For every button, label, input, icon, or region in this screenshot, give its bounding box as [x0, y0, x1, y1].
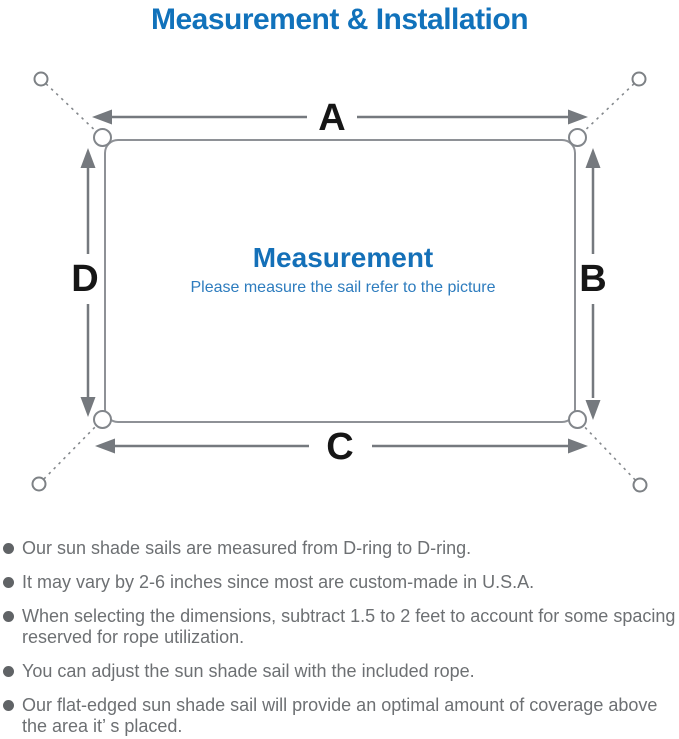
- arrow-head-left-icon: [95, 438, 115, 454]
- d-ring-icon-top-right: [568, 128, 587, 147]
- list-item: You can adjust the sun shade sail with t…: [0, 661, 679, 682]
- diagram-heading: Measurement: [253, 242, 434, 273]
- corner-d-rings: [93, 128, 587, 429]
- measurement-diagram: A C D B Measurement Please measure the s…: [31, 71, 648, 493]
- note-text: When selecting the dimensions, subtract …: [22, 606, 676, 647]
- arrow-head-down-icon: [80, 397, 96, 417]
- page-title: Measurement & Installation: [150, 3, 529, 36]
- list-item: Our sun shade sails are measured from D-…: [0, 538, 679, 559]
- bullet-dot-icon: [3, 611, 14, 622]
- bullet-dot-icon: [3, 577, 14, 588]
- diagram-subtitle: Please measure the sail refer to the pic…: [190, 279, 495, 296]
- guy-line-top-left: [40, 78, 103, 138]
- dimension-label-a: A: [318, 97, 345, 139]
- bullet-dot-icon: [3, 700, 14, 711]
- arrow-head-right-icon: [568, 438, 588, 454]
- list-item: When selecting the dimensions, subtract …: [0, 606, 679, 648]
- arrow-head-up-icon: [80, 148, 96, 168]
- dimension-label-b: B: [579, 258, 606, 300]
- dimension-arrow-a: [92, 109, 588, 125]
- arrow-head-right-icon: [568, 109, 588, 125]
- guy-line-top-right: [577, 78, 640, 138]
- dimension-arrow-c: [95, 438, 588, 454]
- dimension-arrow-d: [80, 148, 96, 417]
- d-ring-icon-top-left: [93, 128, 112, 147]
- anchor-point-icon-bottom-left: [31, 476, 47, 492]
- guy-line-bottom-left: [38, 419, 103, 485]
- notes-list: Our sun shade sails are measured from D-…: [0, 538, 679, 739]
- anchor-point-icon-bottom-right: [632, 477, 648, 493]
- anchor-points: [31, 71, 648, 493]
- sail-outline: [104, 139, 576, 423]
- note-text: Our sun shade sails are measured from D-…: [22, 538, 472, 558]
- note-text: You can adjust the sun shade sail with t…: [22, 661, 475, 681]
- bullet-dot-icon: [3, 543, 14, 554]
- dimension-label-d: D: [71, 258, 98, 300]
- list-item: It may vary by 2-6 inches since most are…: [0, 572, 679, 593]
- arrow-head-down-icon: [585, 400, 601, 420]
- list-item: Our flat-edged sun shade sail will provi…: [0, 695, 679, 737]
- bullet-dot-icon: [3, 666, 14, 677]
- guy-line-bottom-right: [577, 419, 641, 486]
- anchor-point-icon-top-right: [631, 71, 647, 87]
- note-text: It may vary by 2-6 inches since most are…: [22, 572, 535, 592]
- arrow-head-up-icon: [585, 148, 601, 168]
- guy-lines: [38, 78, 641, 486]
- anchor-point-icon-top-left: [33, 71, 49, 87]
- dimension-arrow-b: [585, 148, 601, 420]
- note-text: Our flat-edged sun shade sail will provi…: [22, 695, 658, 736]
- dimension-label-c: C: [326, 426, 353, 468]
- d-ring-icon-bottom-right: [568, 410, 587, 429]
- d-ring-icon-bottom-left: [93, 410, 112, 429]
- arrow-head-left-icon: [92, 109, 112, 125]
